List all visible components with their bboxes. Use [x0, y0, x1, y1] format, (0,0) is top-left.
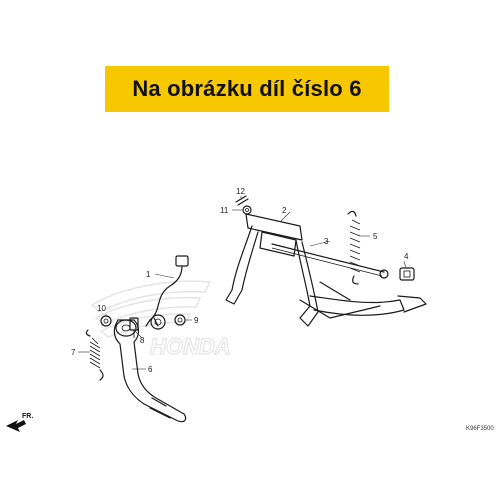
callout-10: 10 — [97, 304, 106, 313]
front-direction-indicator: FR. — [6, 413, 33, 432]
part-12-cotter-pin — [235, 195, 249, 206]
callout-6: 6 — [148, 365, 153, 374]
part-9-nut — [150, 314, 166, 330]
part-8-bolt — [129, 317, 139, 338]
honda-watermark-text: HONDA — [150, 334, 231, 359]
callout-11: 11 — [220, 206, 229, 215]
part-9-nut-b — [174, 314, 186, 326]
banner-text: Na obrázku díl číslo 6 — [132, 76, 362, 101]
part-6-side-stand — [113, 319, 187, 423]
wing-logo-outline — [90, 280, 212, 338]
callout-3: 3 — [324, 237, 329, 246]
callout-5: 5 — [373, 232, 378, 241]
front-arrow-icon — [6, 420, 26, 432]
callout-8: 8 — [140, 336, 145, 345]
title-banner: Na obrázku díl číslo 6 — [105, 66, 389, 112]
part-11-washer — [242, 205, 252, 215]
callout-9: 9 — [194, 316, 199, 325]
callout-labels: 1 2 3 4 5 6 7 8 9 10 11 12 — [71, 187, 409, 374]
part-4-stopper-rubber — [399, 267, 415, 281]
front-label: FR. — [22, 413, 33, 420]
leader-lines — [78, 196, 407, 370]
callout-7: 7 — [71, 348, 76, 357]
callout-1: 1 — [146, 270, 151, 279]
callout-4: 4 — [404, 252, 409, 261]
part-7-side-stand-spring — [85, 329, 104, 381]
honda-watermark: HONDA — [90, 280, 231, 360]
part-3-pivot-shaft — [271, 243, 389, 279]
callout-12: 12 — [236, 187, 245, 196]
callout-2: 2 — [282, 206, 287, 215]
diagram-code: K96F3500 — [466, 426, 494, 432]
part-2-main-stand — [225, 213, 427, 327]
part-5-main-stand-spring — [347, 210, 361, 285]
